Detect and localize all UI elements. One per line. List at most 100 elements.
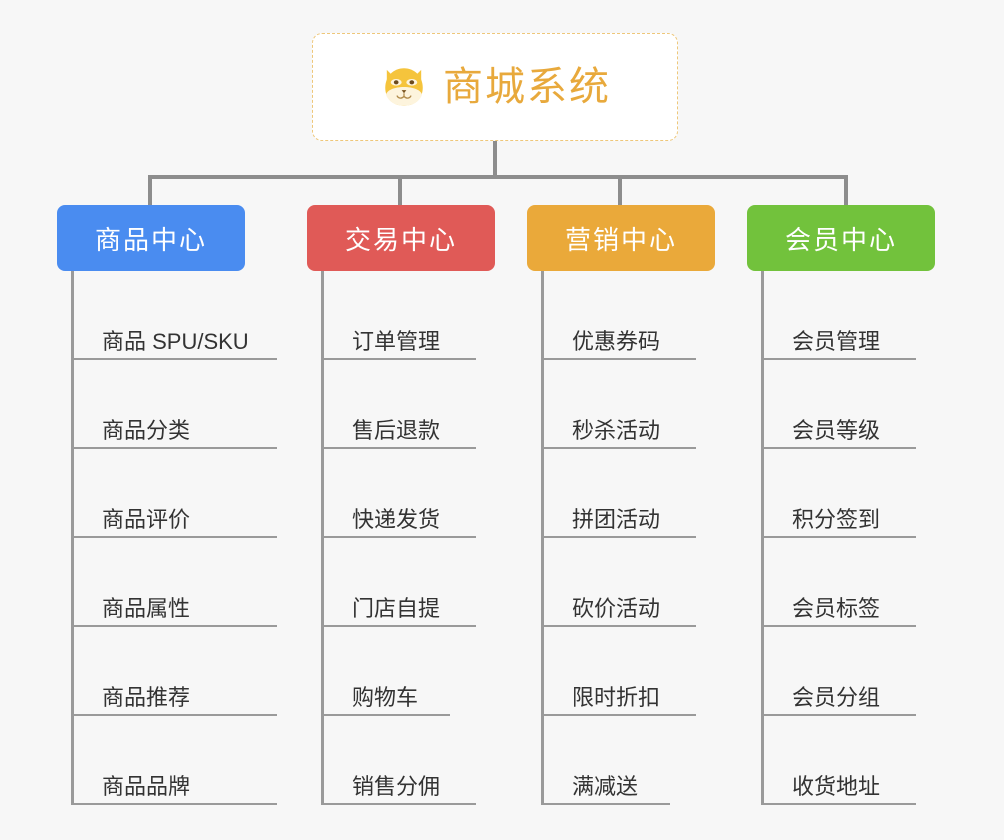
- leaf-label: 购物车: [352, 684, 419, 710]
- leaf-underline: [544, 536, 696, 538]
- leaf-underline: [74, 447, 277, 449]
- leaf-label: 会员管理: [792, 328, 881, 354]
- child-list-1: 订单管理 售后退款 快递发货 门店自提 购物车 销售分佣: [321, 271, 495, 805]
- list-item[interactable]: 会员等级: [764, 360, 935, 449]
- leaf-label: 商品推荐: [102, 684, 191, 710]
- list-item[interactable]: 门店自提: [324, 538, 495, 627]
- connector-root-stem: [493, 141, 497, 177]
- list-item[interactable]: 积分签到: [764, 449, 935, 538]
- leaf-label: 会员标签: [792, 595, 881, 621]
- leaf-underline: [764, 803, 916, 805]
- list-item[interactable]: 商品 SPU/SKU: [74, 271, 277, 360]
- leaf-label: 商品评价: [102, 506, 191, 532]
- category-box-2[interactable]: 营销中心: [527, 205, 715, 271]
- list-item[interactable]: 购物车: [324, 627, 495, 716]
- branch-trunk-3: [761, 271, 764, 805]
- category-label-0: 商品中心: [94, 224, 207, 255]
- shiba-dog-face-icon: [385, 68, 423, 106]
- list-item[interactable]: 商品评价: [74, 449, 277, 538]
- list-item[interactable]: 会员标签: [764, 538, 935, 627]
- category-label-1: 交易中心: [344, 224, 457, 255]
- list-item[interactable]: 售后退款: [324, 360, 495, 449]
- leaf-label: 门店自提: [352, 595, 441, 621]
- list-item[interactable]: 快递发货: [324, 449, 495, 538]
- category-box-0[interactable]: 商品中心: [57, 205, 245, 271]
- leaf-underline: [74, 714, 277, 716]
- child-list-3: 会员管理 会员等级 积分签到 会员标签 会员分组 收货地址: [761, 271, 935, 805]
- list-item[interactable]: 收货地址: [764, 716, 935, 805]
- branch-trunk-2: [541, 271, 544, 805]
- child-list-2: 优惠券码 秒杀活动 拼团活动 砍价活动 限时折扣 满减送: [541, 271, 715, 805]
- list-item[interactable]: 商品属性: [74, 538, 277, 627]
- leaf-underline: [324, 714, 450, 716]
- leaf-label: 商品分类: [102, 417, 191, 443]
- leaf-label: 限时折扣: [572, 684, 661, 710]
- leaf-underline: [764, 714, 916, 716]
- leaf-label: 销售分佣: [352, 773, 441, 799]
- branch-column-会员中心: 会员中心 会员管理 会员等级 积分签到 会员标签 会员分组: [747, 205, 935, 805]
- branch-column-交易中心: 交易中心 订单管理 售后退款 快递发货 门店自提 购物车: [307, 205, 495, 805]
- leaf-underline: [544, 358, 696, 360]
- leaf-label: 快递发货: [352, 506, 441, 532]
- branch-column-商品中心: 商品中心 商品 SPU/SKU 商品分类 商品评价 商品属性 商品推荐: [57, 205, 277, 805]
- leaf-underline: [544, 714, 696, 716]
- category-box-1[interactable]: 交易中心: [307, 205, 495, 271]
- list-item[interactable]: 商品推荐: [74, 627, 277, 716]
- leaf-label: 商品 SPU/SKU: [102, 328, 249, 354]
- list-item[interactable]: 会员管理: [764, 271, 935, 360]
- list-item[interactable]: 限时折扣: [544, 627, 715, 716]
- branch-trunk-0: [71, 271, 74, 805]
- list-item[interactable]: 销售分佣: [324, 716, 495, 805]
- root-title: 商城系统: [443, 65, 611, 109]
- leaf-underline: [764, 536, 916, 538]
- leaf-underline: [324, 625, 476, 627]
- leaf-label: 积分签到: [792, 506, 881, 532]
- connector-drop-2: [618, 175, 622, 207]
- connector-horizontal-bus: [148, 175, 848, 179]
- leaf-underline: [74, 536, 277, 538]
- leaf-label: 商品品牌: [102, 773, 191, 799]
- list-item[interactable]: 商品品牌: [74, 716, 277, 805]
- list-item[interactable]: 会员分组: [764, 627, 935, 716]
- list-item[interactable]: 满减送: [544, 716, 715, 805]
- branch-trunk-1: [321, 271, 324, 805]
- leaf-underline: [544, 625, 696, 627]
- leaf-label: 订单管理: [352, 328, 441, 354]
- leaf-label: 售后退款: [352, 417, 441, 443]
- leaf-underline: [74, 803, 277, 805]
- list-item[interactable]: 优惠券码: [544, 271, 715, 360]
- branch-column-营销中心: 营销中心 优惠券码 秒杀活动 拼团活动 砍价活动 限时折扣: [527, 205, 715, 805]
- category-label-3: 会员中心: [784, 224, 897, 255]
- list-item[interactable]: 秒杀活动: [544, 360, 715, 449]
- list-item[interactable]: 砍价活动: [544, 538, 715, 627]
- leaf-label: 砍价活动: [572, 595, 661, 621]
- leaf-label: 会员分组: [792, 684, 881, 710]
- list-item[interactable]: 拼团活动: [544, 449, 715, 538]
- leaf-underline: [764, 447, 916, 449]
- leaf-underline: [324, 447, 476, 449]
- child-list-0: 商品 SPU/SKU 商品分类 商品评价 商品属性 商品推荐 商品品牌: [71, 271, 277, 805]
- connector-drop-1: [398, 175, 402, 207]
- connector-drop-3: [844, 175, 848, 207]
- connector-drop-0: [148, 175, 152, 207]
- list-item[interactable]: 订单管理: [324, 271, 495, 360]
- leaf-underline: [764, 358, 916, 360]
- leaf-label: 满减送: [572, 773, 639, 799]
- leaf-label: 秒杀活动: [572, 417, 661, 443]
- leaf-underline: [324, 358, 476, 360]
- leaf-underline: [544, 803, 670, 805]
- leaf-label: 收货地址: [792, 773, 881, 799]
- leaf-label: 优惠券码: [572, 328, 661, 354]
- category-label-2: 营销中心: [564, 224, 677, 255]
- leaf-underline: [324, 803, 476, 805]
- leaf-label: 会员等级: [792, 417, 881, 443]
- leaf-underline: [74, 625, 277, 627]
- category-box-3[interactable]: 会员中心: [747, 205, 935, 271]
- leaf-underline: [764, 625, 916, 627]
- list-item[interactable]: 商品分类: [74, 360, 277, 449]
- root-node[interactable]: 商城系统: [312, 33, 678, 141]
- leaf-label: 拼团活动: [572, 506, 661, 532]
- leaf-underline: [324, 536, 476, 538]
- leaf-label: 商品属性: [102, 595, 191, 621]
